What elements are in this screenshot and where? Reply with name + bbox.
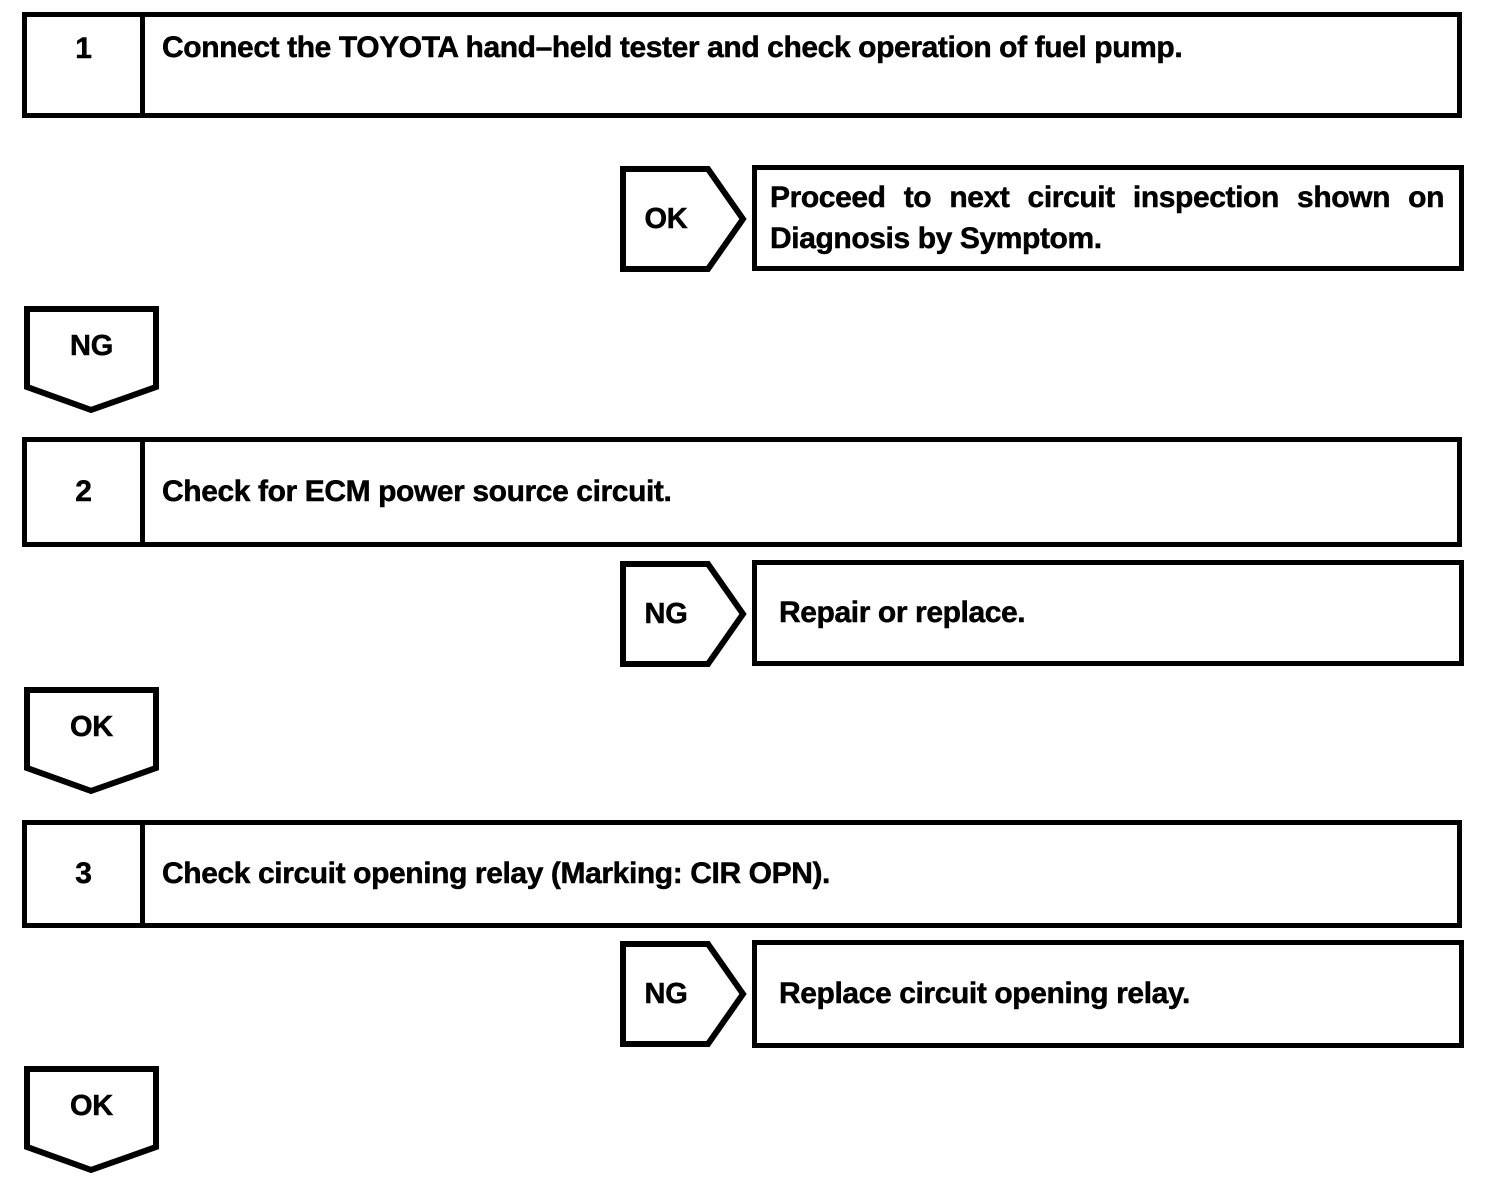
step-instruction-2: Check for ECM power source circuit. xyxy=(162,475,672,509)
step-box-1: 1 Connect the TOYOTA hand–held tester an… xyxy=(22,12,1462,118)
branch-label-2: NG xyxy=(644,597,688,630)
step-box-3: 3 Check circuit opening relay (Marking: … xyxy=(22,820,1462,928)
branch-label-3: NG xyxy=(644,977,688,1010)
continue-tag-ok-2: OK xyxy=(23,687,160,795)
branch-tag-ok-1: OK xyxy=(620,165,747,273)
result-box-1: Proceed to next circuit inspection shown… xyxy=(752,165,1464,271)
result-text-1-line1: Proceed to next circuit inspection shown… xyxy=(770,181,1445,215)
step-box-2: 2 Check for ECM power source circuit. xyxy=(22,437,1462,547)
down-arrow-pentagon-icon xyxy=(24,1066,159,1174)
step-number-1: 1 xyxy=(75,32,92,66)
continue-tag-ng-1: NG xyxy=(23,306,160,414)
right-arrow-pentagon-icon xyxy=(620,941,747,1047)
result-text-2: Repair or replace. xyxy=(779,596,1026,630)
step-instruction-1: Connect the TOYOTA hand–held tester and … xyxy=(162,31,1183,65)
step-number-cell-2: 2 xyxy=(27,442,145,542)
step-instruction-3: Check circuit opening relay (Marking: CI… xyxy=(162,857,831,891)
step-number-cell-3: 3 xyxy=(27,825,145,923)
right-arrow-pentagon-icon xyxy=(620,561,747,667)
continue-tag-ok-3: OK xyxy=(23,1066,160,1174)
branch-tag-ng-3: NG xyxy=(620,940,747,1048)
result-text-1-line2: Diagnosis by Symptom. xyxy=(770,222,1103,256)
down-arrow-pentagon-icon xyxy=(24,687,159,795)
continue-label-1: NG xyxy=(70,330,114,363)
down-arrow-pentagon-icon xyxy=(24,306,159,414)
right-arrow-pentagon-icon xyxy=(620,166,747,272)
step-number-cell-1: 1 xyxy=(27,17,145,113)
continue-label-2: OK xyxy=(70,711,114,744)
continue-label-3: OK xyxy=(70,1090,114,1123)
branch-tag-ng-2: NG xyxy=(620,560,747,668)
step-number-2: 2 xyxy=(75,475,92,509)
branch-label-1: OK xyxy=(644,202,688,235)
result-box-3: Replace circuit opening relay. xyxy=(752,940,1464,1048)
result-text-3: Replace circuit opening relay. xyxy=(779,977,1191,1011)
result-box-2: Repair or replace. xyxy=(752,560,1464,666)
step-number-3: 3 xyxy=(75,857,92,891)
